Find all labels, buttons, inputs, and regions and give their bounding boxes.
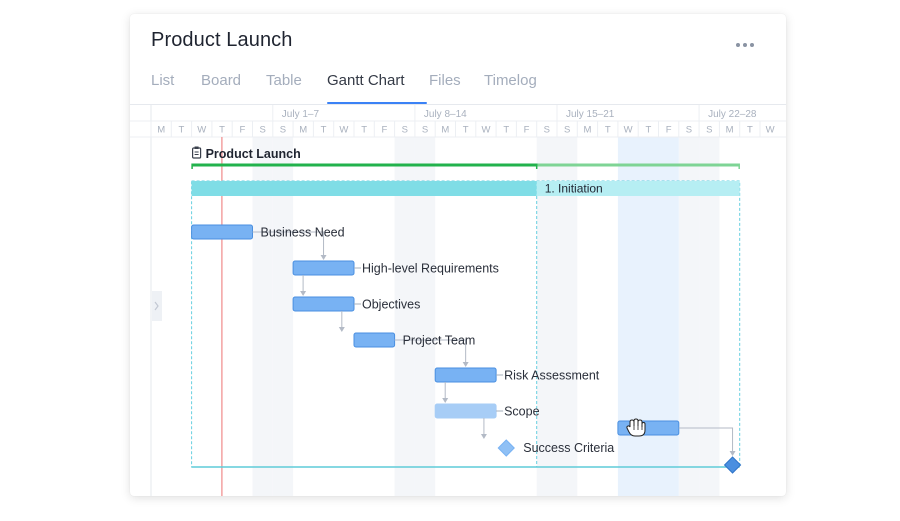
day-letter: S (422, 125, 428, 136)
dependency-arrowhead (320, 255, 327, 260)
clipboard-body (191, 147, 202, 159)
day-letter: W (766, 125, 775, 136)
day-letter: F (524, 125, 530, 136)
group-bar-done[interactable] (191, 181, 537, 196)
more-options-icon[interactable] (736, 42, 756, 50)
day-letter: M (583, 125, 591, 136)
weekend-column (414, 137, 436, 496)
day-letter: W (197, 125, 206, 136)
day-letter: T (747, 125, 753, 136)
dependency-arrowhead (462, 362, 469, 367)
week-label: July 22–28 (708, 109, 757, 120)
project-summary-bar-remaining[interactable] (536, 163, 740, 167)
weekend-column (272, 137, 294, 496)
weekend-column (394, 137, 415, 496)
week-label: July 15–21 (566, 109, 615, 120)
day-letter: W (624, 125, 633, 136)
task-bar[interactable] (434, 367, 497, 383)
task-label: Risk Assessment (504, 369, 600, 383)
day-letter: S (564, 125, 570, 136)
day-letter: M (441, 125, 449, 136)
task-label: Objectives (362, 298, 420, 312)
dependency-arrowhead (480, 434, 487, 439)
weekend-column (252, 137, 273, 496)
week-label: July 8–14 (424, 109, 467, 120)
day-letter: T (179, 125, 185, 136)
group-boundary (191, 180, 741, 468)
day-letter: T (321, 125, 327, 136)
milestone-diamond[interactable] (497, 439, 515, 457)
project-summary-bar-done[interactable] (191, 163, 537, 167)
clipboard-icon (191, 146, 202, 159)
gantt-chart[interactable]: July 1–7 July 8–14 July 15–21 July 22–28M T W… (130, 105, 786, 496)
day-letter: T (219, 125, 225, 136)
group-label: 1. Initiation (545, 182, 603, 196)
milestone-diamond[interactable] (723, 456, 742, 474)
project-row-label: Product Launch (206, 147, 301, 161)
task-label: High-level Requirements (362, 262, 499, 276)
tab-board[interactable]: Board (201, 72, 242, 89)
tab-timelog[interactable]: Timelog (484, 72, 537, 89)
weekend-column (699, 137, 720, 496)
task-label: Scope (504, 405, 539, 419)
dependency-arrowhead (442, 398, 449, 403)
day-letter: S (402, 125, 408, 136)
day-letter: M (157, 125, 165, 136)
day-letter: S (544, 125, 550, 136)
tab-gantt-chart[interactable]: Gantt Chart (327, 72, 405, 89)
dependency-arrowhead (300, 291, 307, 296)
dependency-line (678, 427, 734, 455)
day-letter: M (726, 125, 734, 136)
task-bar[interactable] (434, 403, 497, 419)
day-letter: F (666, 125, 672, 136)
group-bar-remaining[interactable] (536, 181, 740, 196)
day-letter: F (239, 125, 245, 136)
day-letter: F (382, 125, 388, 136)
day-letter: W (339, 125, 348, 136)
clipboard-clip (194, 146, 199, 149)
task-bar[interactable] (292, 296, 355, 312)
tab-files[interactable]: Files (429, 72, 461, 89)
day-letter: T (463, 125, 469, 136)
week-label: July 1–7 (282, 109, 320, 120)
weekend-column (678, 137, 700, 496)
day-letter: T (645, 125, 651, 136)
tab-table[interactable]: Table (266, 72, 302, 89)
day-letter: S (706, 125, 712, 136)
dependency-line (394, 339, 467, 366)
day-letter: S (686, 125, 692, 136)
task-bar[interactable] (353, 332, 396, 348)
task-label: Success Criteria (523, 441, 614, 455)
day-letter: T (605, 125, 611, 136)
day-letter: M (299, 125, 307, 136)
page-title: Product Launch (151, 29, 293, 51)
chevron-right-icon[interactable] (152, 291, 162, 321)
day-letter: W (481, 125, 490, 136)
project-card: Product Launch List Board Table Gantt Ch… (130, 14, 786, 496)
dependency-arrowhead (729, 451, 736, 456)
dependency-line (252, 231, 325, 259)
chevron-right-icon[interactable] (154, 301, 159, 311)
weekend-column (557, 137, 578, 496)
weekend-column (536, 137, 557, 496)
day-letter: T (503, 125, 509, 136)
task-label: Business Need (261, 226, 345, 240)
task-label: Project Team (403, 334, 476, 348)
day-letter: S (280, 125, 286, 136)
tab-list[interactable]: List (151, 72, 175, 89)
highlighted-range (617, 137, 679, 496)
active-tab-indicator (327, 102, 427, 104)
day-letter: S (259, 125, 265, 136)
task-bar[interactable] (292, 260, 355, 276)
sidebar-toggle-bg[interactable] (152, 291, 162, 321)
grab-hand-icon (626, 418, 646, 437)
task-bar[interactable] (191, 224, 253, 240)
day-letter: T (361, 125, 367, 136)
dependency-arrowhead (338, 327, 345, 332)
